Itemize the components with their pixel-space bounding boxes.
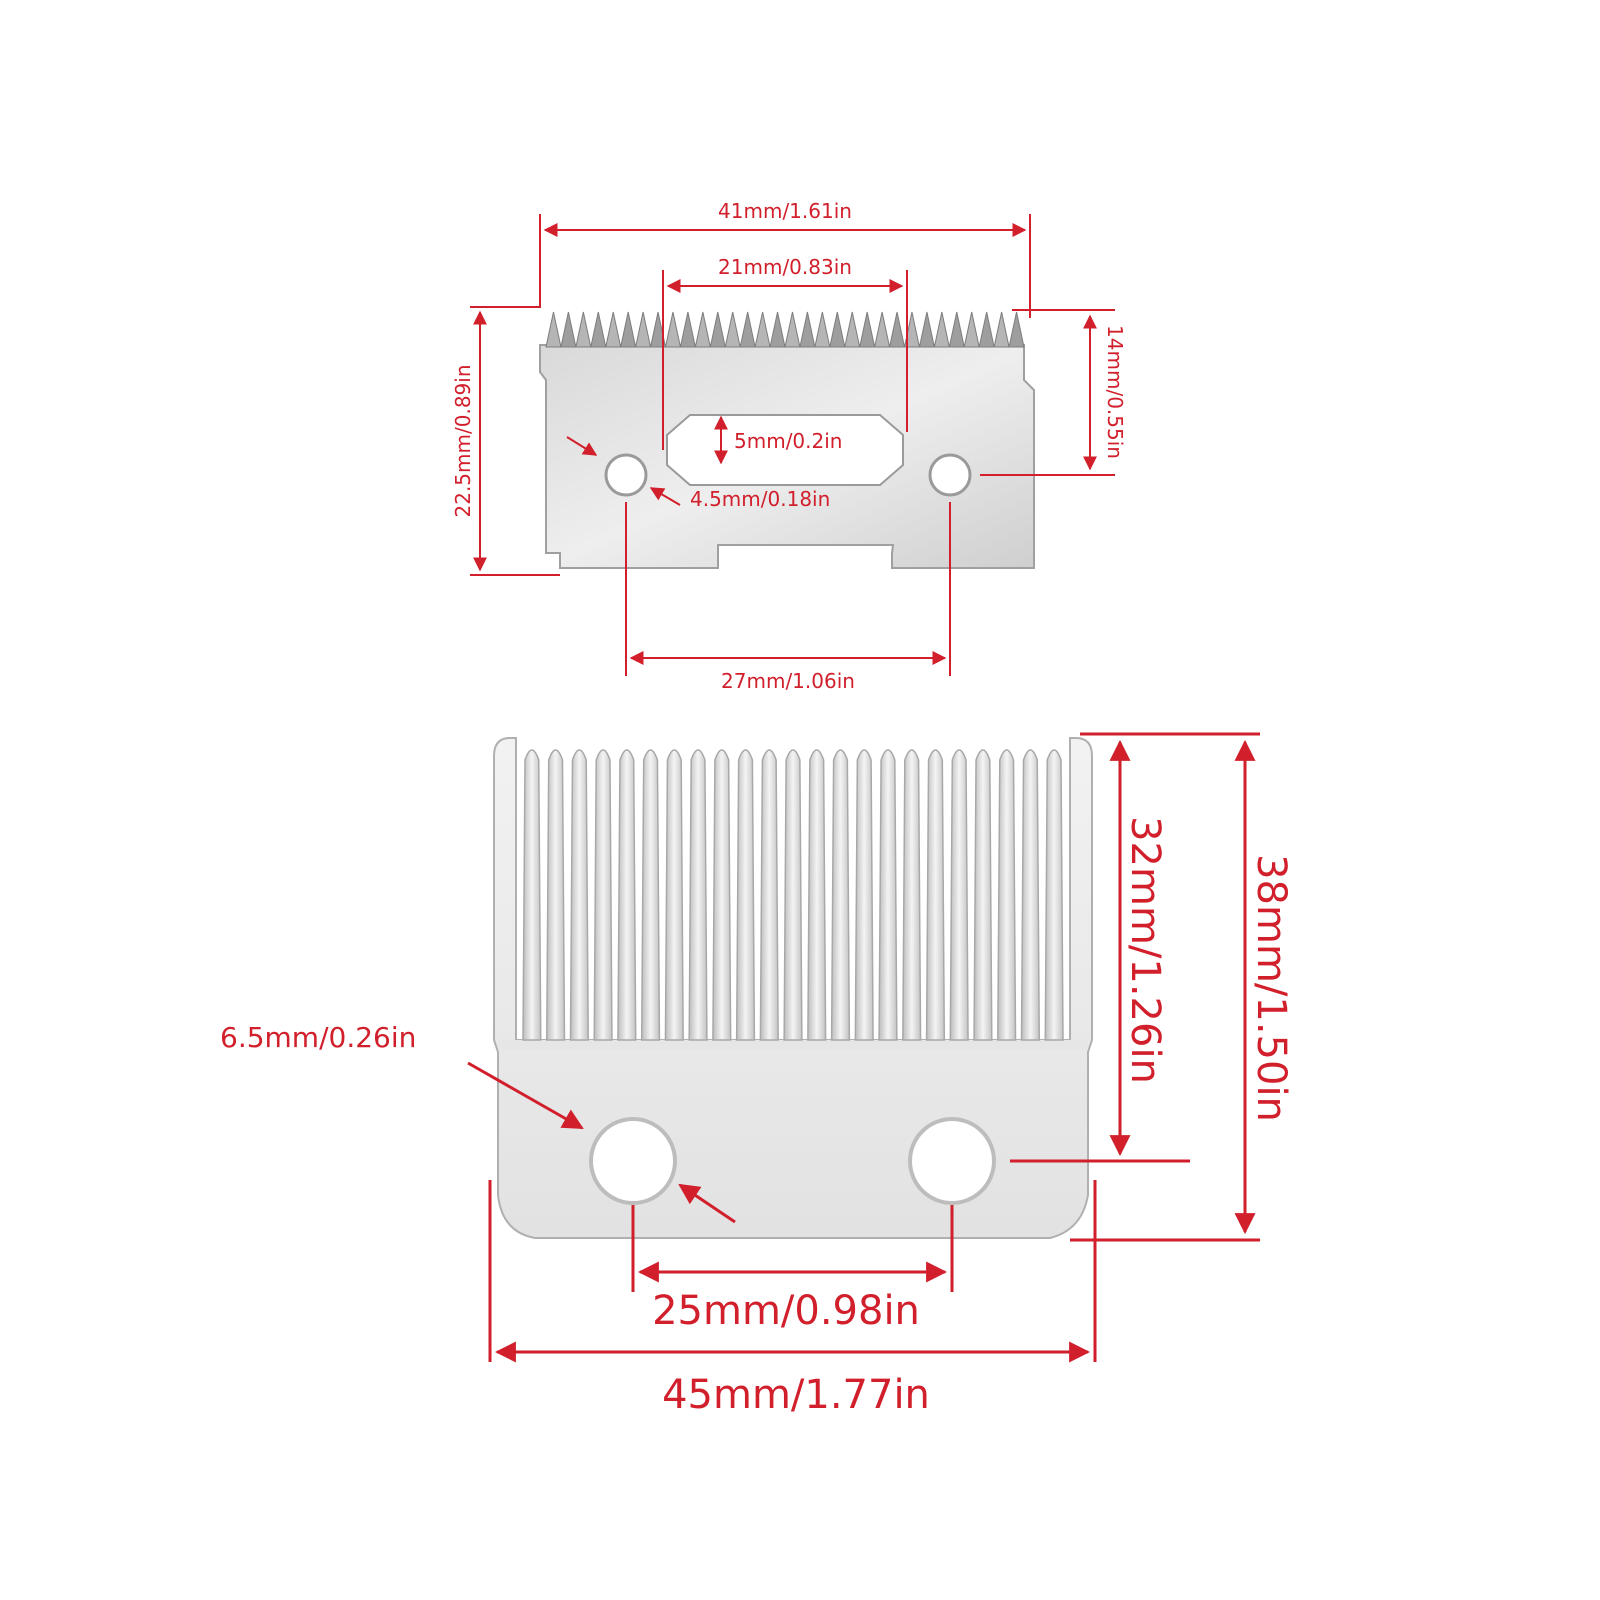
bottom-blade-tooth	[1020, 749, 1041, 1041]
bottom-blade-tooth	[522, 749, 542, 1041]
bottom-blade-tooth	[925, 749, 946, 1041]
bottom-blade-tooth	[640, 749, 661, 1041]
top-blade-tooth	[694, 311, 711, 348]
top-blade-tooth	[1008, 311, 1025, 348]
bottom-blade-tooth	[664, 749, 684, 1041]
top-blade-tooth	[948, 311, 965, 348]
top-blade-tooth	[799, 311, 816, 348]
bottom-blade-right-hole	[908, 1117, 996, 1205]
bottom-blade-tooth	[1044, 749, 1064, 1041]
bottom-blade-tooth	[688, 749, 708, 1041]
top-blade-left-hole	[604, 453, 648, 497]
bottom-overall-width-label: 45mm/1.77in	[662, 1372, 930, 1418]
top-blade-tooth	[918, 311, 935, 348]
bottom-blade-tooth	[783, 749, 803, 1041]
top-blade-tooth	[888, 311, 906, 348]
bottom-blade-tooth	[807, 749, 827, 1041]
top-tooth-to-hole-label: 14mm/0.55in	[1103, 325, 1127, 459]
top-blade-tooth	[739, 311, 756, 348]
top-blade-tooth	[590, 311, 607, 348]
top-blade-tooth	[754, 311, 771, 348]
bottom-blade-dimensions	[467, 732, 1260, 1363]
top-hole-diameter-label: 4.5mm/0.18in	[690, 487, 830, 511]
bottom-blade	[493, 737, 1093, 1239]
bottom-blade-tooth	[545, 749, 566, 1041]
bottom-blade-teeth	[522, 749, 1064, 1041]
top-blade-tooth	[859, 311, 876, 348]
top-blade-tooth	[769, 311, 786, 348]
top-blade-tooth	[635, 311, 652, 348]
bottom-blade-tooth	[997, 749, 1017, 1041]
top-blade-tooth	[874, 311, 891, 348]
top-blade-tooth	[978, 311, 995, 348]
top-blade-tooth	[709, 311, 726, 348]
top-blade-tooth	[605, 311, 622, 348]
bottom-blade-tooth	[854, 749, 874, 1041]
bottom-blade-tooth	[735, 749, 756, 1041]
top-blade-tooth	[933, 311, 950, 348]
top-slot-height-label: 5mm/0.2in	[734, 429, 842, 453]
bottom-overall-height-label: 38mm/1.50in	[1248, 854, 1294, 1122]
bottom-blade-tooth	[830, 749, 851, 1041]
bottom-tooth-to-hole-label: 32mm/1.26in	[1122, 816, 1168, 1084]
top-blade-tooth	[829, 311, 846, 348]
bottom-blade-body	[493, 737, 1093, 1239]
top-slot-width-label: 21mm/0.83in	[718, 255, 852, 279]
top-blade-tooth	[903, 311, 921, 348]
top-blade-tooth	[649, 311, 667, 348]
top-blade-right-hole	[928, 453, 972, 497]
top-blade-tooth	[575, 311, 592, 348]
bottom-blade-tooth	[878, 749, 898, 1041]
bottom-blade-plate	[498, 1040, 1088, 1050]
top-blade-tooth	[844, 311, 861, 348]
top-blade-tooth	[560, 311, 577, 348]
bottom-blade-left-hole	[589, 1117, 677, 1205]
bottom-blade-tooth	[712, 749, 732, 1041]
top-overall-width-label: 41mm/1.61in	[718, 199, 852, 223]
bottom-blade-tooth	[949, 749, 969, 1041]
top-blade-tooth	[620, 311, 637, 348]
top-blade-tooth	[664, 311, 682, 348]
top-blade-tooth	[724, 311, 741, 348]
bottom-blade-tooth	[593, 749, 613, 1041]
top-blade-tooth	[963, 311, 980, 348]
top-blade-tooth	[545, 311, 562, 348]
bottom-blade-tooth	[973, 749, 993, 1041]
top-hole-spacing-label: 27mm/1.06in	[721, 669, 855, 693]
bottom-blade-tooth	[569, 749, 589, 1041]
top-blade-teeth	[545, 311, 1025, 348]
top-blade-tooth	[784, 311, 801, 348]
bottom-hole-spacing-label: 25mm/0.98in	[652, 1288, 920, 1334]
top-blade-tooth	[679, 311, 696, 348]
bottom-hole-diameter-label: 6.5mm/0.26in	[220, 1021, 416, 1054]
top-blade-tooth	[814, 311, 831, 348]
top-blade-tooth	[993, 311, 1010, 348]
top-overall-height-label: 22.5mm/0.89in	[451, 365, 475, 518]
bottom-blade-tooth	[902, 749, 922, 1041]
bottom-blade-tooth	[617, 749, 637, 1041]
top-blade-dimensions	[470, 214, 1115, 676]
bottom-blade-tooth	[759, 749, 779, 1041]
